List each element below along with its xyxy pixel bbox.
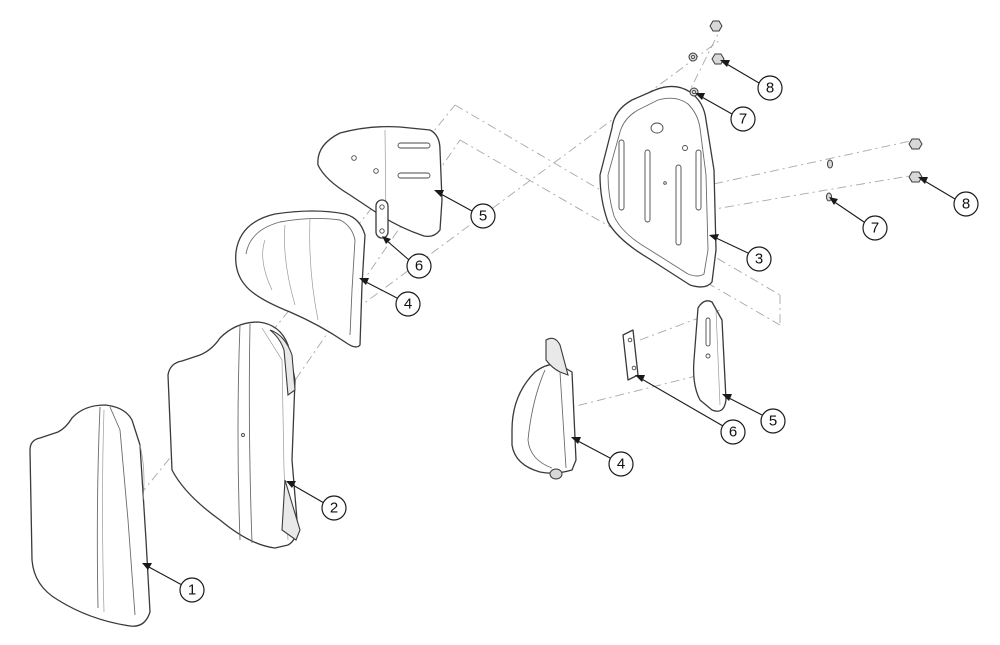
part-6-hinge-plate-right [622,329,639,381]
part-4-lateral-pad-left [235,210,366,348]
callout-6-right-label: 6 [729,424,737,441]
callout-3-label: 3 [755,251,763,268]
callout-3: 3 [709,234,772,272]
callout-5-right: 5 [722,394,786,434]
callout-6-left: 6 [382,236,432,279]
part-1-back-cover [29,404,151,627]
callout-7-right: 7 [829,197,888,241]
callout-1: 1 [142,563,205,603]
callout-4-right-label: 4 [617,456,625,473]
callout-7-top-label: 7 [739,111,747,128]
callout-5-left: 5 [434,190,496,229]
callout-8-top-label: 8 [766,80,774,97]
callout-8-right: 8 [918,177,979,217]
callout-2-label: 2 [330,500,338,517]
callout-2: 2 [286,481,347,521]
part-8-nuts [709,20,923,183]
callout-7-top: 7 [695,93,756,132]
callout-6-left-label: 6 [415,258,423,275]
part-4-lateral-pad-right [511,337,577,480]
part-5-bracket-plate-left [317,125,443,238]
callout-4-left-label: 4 [404,296,412,313]
callout-7-right-label: 7 [871,220,879,237]
callout-8-top: 8 [720,60,783,101]
callout-4-left: 4 [359,278,421,317]
part-3-back-shell [599,85,717,288]
part-5-bracket-plate-right [692,300,727,412]
callout-1-label: 1 [188,582,196,599]
callout-6-right: 6 [635,375,746,445]
part-6-hinge-plate-left [375,199,389,239]
callout-4-right: 4 [571,437,634,477]
part-2-back-cushion [167,321,301,549]
part-7-washers [688,52,833,202]
callout-5-left-label: 5 [479,208,487,225]
callout-5-right-label: 5 [769,413,777,430]
callout-8-right-label: 8 [962,196,970,213]
